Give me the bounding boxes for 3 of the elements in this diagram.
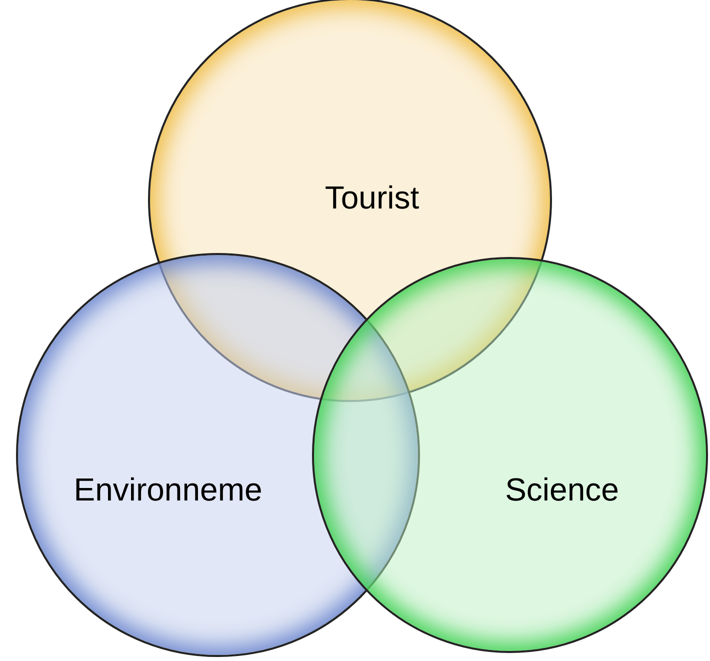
circle-label: Science [505, 472, 619, 508]
circle-label: Environneme [74, 472, 262, 508]
circle-label: Tourist [324, 180, 420, 216]
